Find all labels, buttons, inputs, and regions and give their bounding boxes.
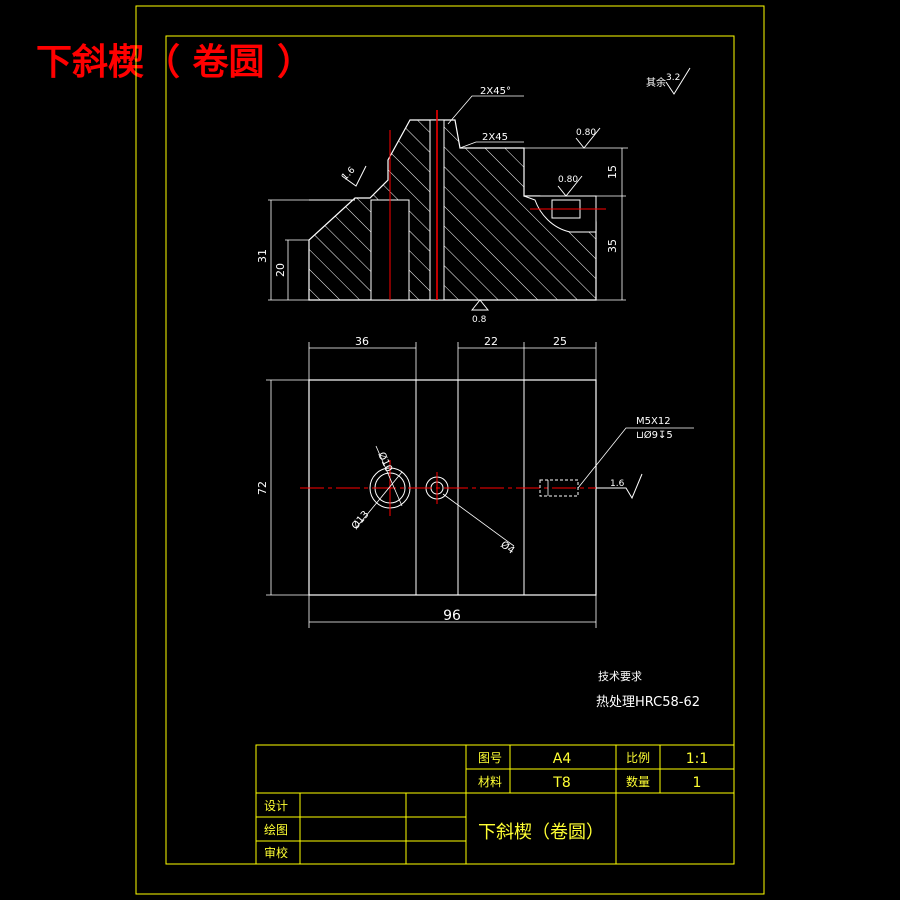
quantity-label: 数量 [626, 774, 650, 789]
drawing-no-label: 图号 [478, 751, 502, 765]
part-name: 下斜楔（卷圆） [478, 822, 604, 843]
checker-label: 审校 [264, 845, 288, 860]
dim-31: 31 [256, 249, 269, 263]
thread-leader [577, 427, 694, 489]
dia-leader [375, 445, 403, 507]
drafter-label: 绘图 [264, 822, 288, 837]
dim-96: 96 [443, 608, 461, 624]
dia-leader [442, 493, 515, 547]
roughness-slope: 1.6 [340, 165, 357, 182]
tech-requirements-heading: 技术要求 [598, 670, 642, 683]
plan-view: 36 22 25 72 96 Ø10 Ø13 Ø4 M5X12 ⊔Ø9↧5 1.… [256, 335, 694, 628]
roughness-symbol-icon [557, 175, 583, 197]
roughness-bottom: 0.8 [472, 315, 487, 325]
designer-label: 设计 [264, 799, 288, 813]
dia-leader [355, 471, 403, 529]
tech-requirements: 技术要求 热处理HRC58-62 [596, 670, 700, 710]
dim-35: 35 [606, 239, 619, 253]
dim-20: 20 [274, 263, 287, 277]
roughness-side: 1.6 [610, 479, 625, 489]
dim-15: 15 [606, 165, 619, 179]
counterbore-callout: ⊔Ø9↧5 [636, 429, 673, 441]
roughness-note-label: 其余 [646, 76, 666, 89]
roughness-symbol-icon [665, 67, 691, 95]
chamfer-leader [459, 141, 524, 149]
section-view: 31 20 15 35 2X45° 2X45 1.6 0.80 0.80 0.8 [256, 86, 628, 325]
material-value: T8 [552, 775, 570, 791]
roughness-pocket: 0.80 [558, 175, 578, 185]
roughness-top-right: 0.80 [576, 128, 596, 138]
dim-36: 36 [355, 335, 369, 348]
dia-4: Ø4 [498, 539, 517, 557]
chamfer-leader [447, 95, 524, 125]
tech-requirements-line1: 热处理HRC58-62 [596, 695, 700, 710]
outer-frame [135, 5, 765, 895]
roughness-symbol-icon [575, 127, 601, 149]
scale-value: 1:1 [686, 751, 709, 767]
roughness-note-value: 3.2 [666, 73, 680, 83]
dia-10: Ø10 [375, 450, 395, 474]
material-label: 材料 [478, 775, 502, 789]
dim-25: 25 [553, 335, 567, 348]
dim-22: 22 [484, 335, 498, 348]
dim-72: 72 [256, 481, 269, 495]
title-block [255, 744, 735, 865]
dia-13: Ø13 [349, 508, 371, 532]
scale-label: 比例 [626, 751, 650, 765]
roughness-note: 其余 3.2 [646, 67, 691, 95]
thread-callout: M5X12 [636, 416, 671, 427]
chamfer-top-label: 2X45° [480, 86, 511, 97]
drawing-no: A4 [553, 751, 572, 767]
drawing-title: 下斜楔（ 卷圆 ） [36, 42, 313, 83]
roughness-symbol-icon [596, 473, 643, 500]
chamfer-step-label: 2X45 [482, 132, 508, 143]
quantity-value: 1 [693, 775, 702, 791]
roughness-symbol-icon [341, 165, 367, 187]
roughness-symbol-icon [470, 299, 490, 311]
